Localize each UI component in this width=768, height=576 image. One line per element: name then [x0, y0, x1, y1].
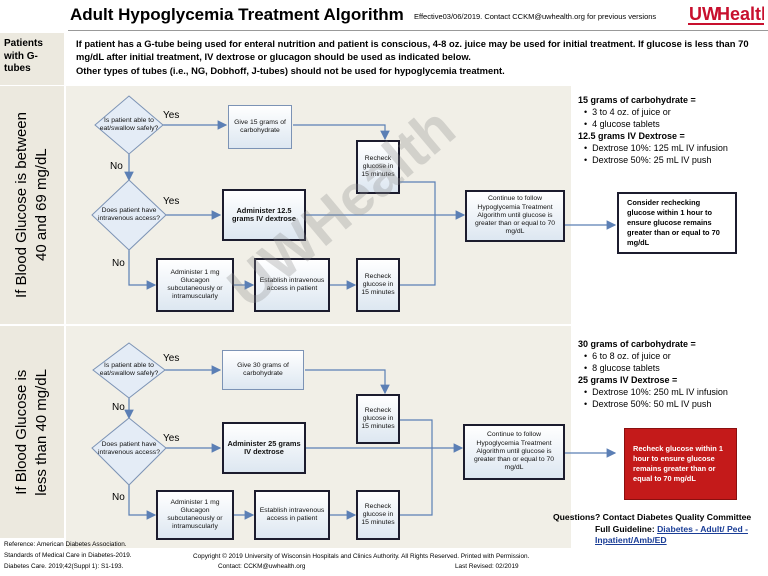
s2-no-label-1: No [112, 402, 125, 413]
s2-establish-iv-box: Establish intravenous access in patient [254, 490, 330, 540]
s1-result-box: Consider rechecking glucose within 1 hou… [617, 192, 737, 254]
s2-treatment-info: 30 grams of carbohydrate = 6 to 8 oz. of… [578, 338, 764, 410]
s1-continue-box: Continue to follow Hypoglycemia Treatmen… [465, 190, 565, 242]
s2-administer-dextrose-box: Administer 25 grams IV dextrose [222, 422, 306, 474]
s1-dextrose-heading: 12.5 grams IV Dextrose = [578, 131, 685, 141]
s1-iv-question: Does patient have intravenous access? [98, 207, 160, 222]
s1-eat-decision-diamond [94, 95, 164, 155]
s1-dextrose-list: Dextrose 10%: 125 mL IV infusion Dextros… [578, 142, 764, 166]
s1-give-carbs-box: Give 15 grams of carbohydrate [228, 105, 292, 149]
s2-dextrose-item: Dextrose 50%: 50 mL IV push [582, 398, 764, 410]
s1-establish-iv-box: Establish intravenous access in patient [254, 258, 330, 312]
title-divider [68, 30, 768, 31]
svg-text:UW: UW [689, 4, 719, 24]
s2-iv-question: Does patient have intravenous access? [98, 441, 160, 456]
s1-carb-item: 4 glucose tablets [582, 118, 764, 130]
s1-yes-label-2: Yes [163, 196, 180, 207]
s2-yes-label-1: Yes [163, 353, 180, 364]
s1-no-label-2: No [112, 258, 125, 269]
header-bar [0, 0, 768, 32]
gtube-text-line1: If patient has a G-tube being used for e… [76, 38, 749, 63]
s1-eat-question: Is patient able to eat/swallow safely? [99, 117, 159, 132]
s2-iv-decision-diamond [91, 417, 167, 486]
s2-carb-heading: 30 grams of carbohydrate = [578, 339, 696, 349]
section1-side-panel: If Blood Glucose is between 40 and 69 mg… [0, 86, 64, 324]
full-guideline: Full Guideline: Diabetes - Adult/ Ped - … [595, 524, 765, 546]
reference-line3: Diabetes Care. 2019;42(Suppl 1): S1-193. [4, 563, 124, 570]
s2-carb-item: 6 to 8 oz. of juice or [582, 350, 764, 362]
s2-continue-box: Continue to follow Hypoglycemia Treatmen… [463, 424, 565, 480]
s1-carb-list: 3 to 4 oz. of juice or 4 glucose tablets [578, 106, 764, 130]
s2-eat-question: Is patient able to eat/swallow safely? [99, 362, 159, 377]
s1-dextrose-item: Dextrose 50%: 25 mL IV push [582, 154, 764, 166]
s1-yes-label-1: Yes [163, 110, 180, 121]
footer-contact: Contact: CCKM@uwhealth.org [218, 563, 306, 570]
s2-give-carbs-box: Give 30 grams of carbohydrate [222, 350, 304, 390]
s2-carb-item: 8 glucose tablets [582, 362, 764, 374]
gtube-text-line2: Other types of tubes (i.e., NG, Dobhoff,… [76, 64, 505, 76]
s1-dextrose-item: Dextrose 10%: 125 mL IV infusion [582, 142, 764, 154]
s2-glucagon-box: Administer 1 mg Glucagon subcutaneously … [156, 490, 234, 540]
s2-result-box: Recheck glucose within 1 hour to ensure … [624, 428, 737, 500]
section2-side-panel: If Blood Glucose is less than 40 mg/dL [0, 326, 64, 538]
copyright-text: Copyright © 2019 University of Wisconsin… [193, 553, 530, 560]
effective-note: Effective03/06/2019. Contact CCKM@uwheal… [414, 12, 657, 21]
gtube-instructions: If patient has a G-tube being used for e… [76, 37, 756, 77]
gtube-main-panel [66, 33, 768, 85]
s2-carb-list: 6 to 8 oz. of juice or 8 glucose tablets [578, 350, 764, 374]
s2-recheck-top-box: Recheck glucose in 15 minutes [356, 394, 400, 444]
guideline-label: Full Guideline: [595, 524, 655, 534]
s1-carb-heading: 15 grams of carbohydrate = [578, 95, 696, 105]
s2-yes-label-2: Yes [163, 433, 180, 444]
s1-recheck-top-box: Recheck glucose in 15 minutes [356, 140, 400, 194]
reference-line1: Reference: American Diabetes Association… [4, 541, 127, 548]
uwhealth-logo: UW Health [688, 2, 768, 26]
questions-contact: Questions? Contact Diabetes Quality Comm… [553, 512, 752, 522]
s1-carb-item: 3 to 4 oz. of juice or [582, 106, 764, 118]
s1-recheck-bottom-box: Recheck glucose in 15 minutes [356, 258, 400, 312]
gtube-side-panel [0, 33, 64, 85]
reference-line2: Standards of Medical Care in Diabetes-20… [4, 552, 132, 559]
s1-no-label-1: No [110, 161, 123, 172]
s2-dextrose-list: Dextrose 10%: 250 mL IV infusion Dextros… [578, 386, 764, 410]
s2-eat-decision-diamond [92, 342, 166, 399]
guideline-link[interactable]: Diabetes - Adult/ Ped - Inpatient/Amb/ED [595, 524, 748, 545]
s1-administer-dextrose-box: Administer 12.5 grams IV dextrose [222, 189, 306, 241]
s2-recheck-bottom-box: Recheck glucose in 15 minutes [356, 490, 400, 540]
s1-treatment-info: 15 grams of carbohydrate = 3 to 4 oz. of… [578, 94, 764, 166]
svg-text:Health: Health [717, 4, 764, 24]
s1-glucagon-box: Administer 1 mg Glucagon subcutaneously … [156, 258, 234, 312]
s2-dextrose-heading: 25 grams IV Dextrose = [578, 375, 678, 385]
s2-dextrose-item: Dextrose 10%: 250 mL IV infusion [582, 386, 764, 398]
s2-no-label-2: No [112, 492, 125, 503]
last-revised: Last Revised: 02/2019 [455, 563, 519, 570]
reference-citation: Reference: American Diabetes Association… [4, 539, 132, 572]
s1-iv-decision-diamond [91, 179, 167, 251]
gtube-label: Patients with G-tubes [4, 38, 43, 74]
page-title: Adult Hypoglycemia Treatment Algorithm [70, 5, 404, 24]
